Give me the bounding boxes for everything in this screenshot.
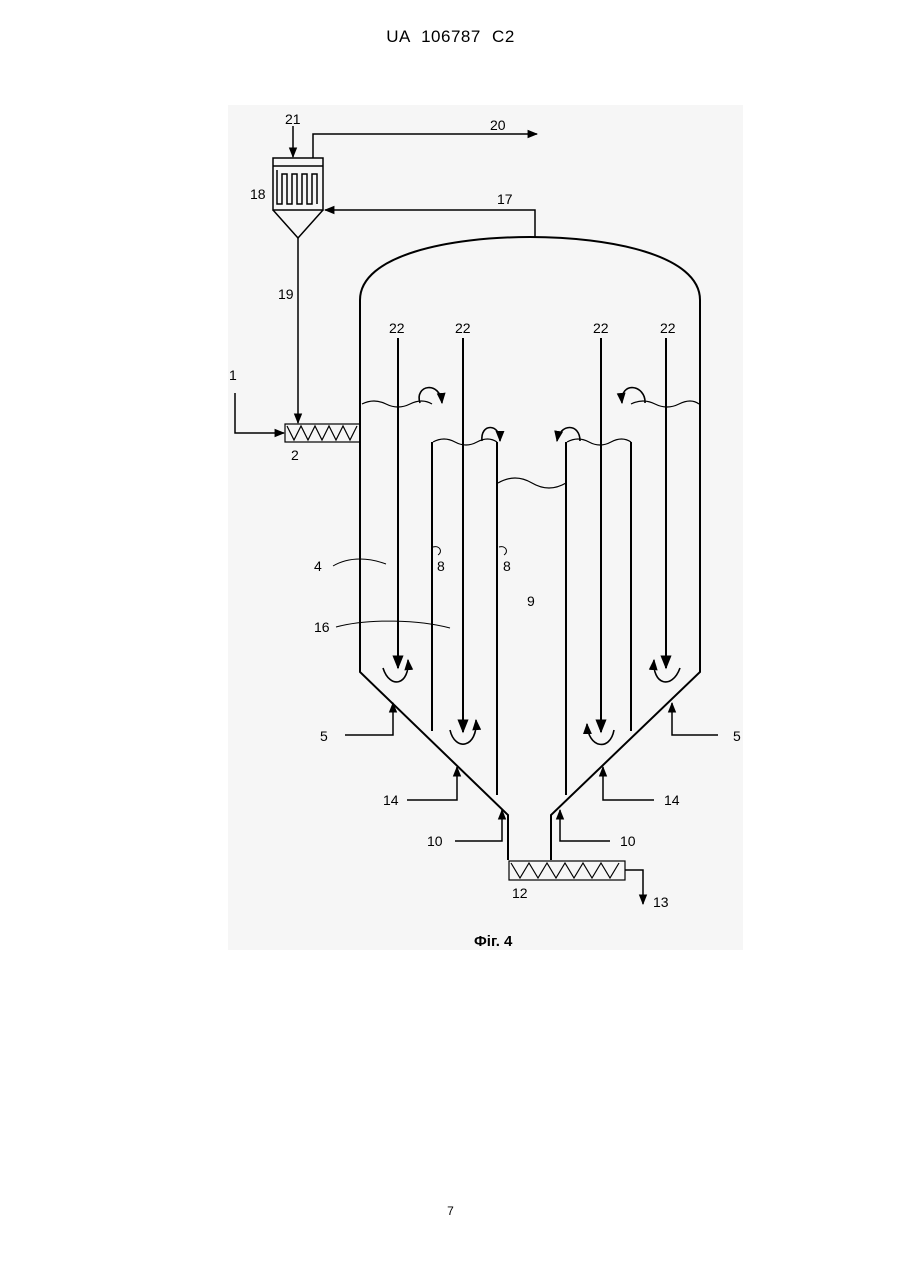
label-22-1: 22: [389, 320, 405, 336]
label-5-left: 5: [320, 728, 328, 744]
label-8-left: 8: [437, 558, 445, 574]
label-14-left: 14: [383, 792, 399, 808]
page-number: 7: [0, 1204, 901, 1218]
label-22-4: 22: [660, 320, 676, 336]
label-10-right: 10: [620, 833, 636, 849]
label-17: 17: [497, 191, 513, 207]
figure-caption: Фіг. 4: [474, 933, 513, 950]
label-22-3: 22: [593, 320, 609, 336]
reactor-drawing: 21 20 18 17 19 22 22 22 22 1 2 4 8 8 9 1…: [0, 0, 901, 1000]
label-10-left: 10: [427, 833, 443, 849]
label-4: 4: [314, 558, 322, 574]
label-21: 21: [285, 111, 301, 127]
label-5-right: 5: [733, 728, 741, 744]
label-2: 2: [291, 447, 299, 463]
label-8-right: 8: [503, 558, 511, 574]
label-9: 9: [527, 593, 535, 609]
label-22-2: 22: [455, 320, 471, 336]
label-14-right: 14: [664, 792, 680, 808]
label-20: 20: [490, 117, 506, 133]
label-1: 1: [229, 367, 237, 383]
label-13: 13: [653, 894, 669, 910]
label-18: 18: [250, 186, 266, 202]
label-19: 19: [278, 286, 294, 302]
label-16: 16: [314, 619, 330, 635]
label-12: 12: [512, 885, 528, 901]
